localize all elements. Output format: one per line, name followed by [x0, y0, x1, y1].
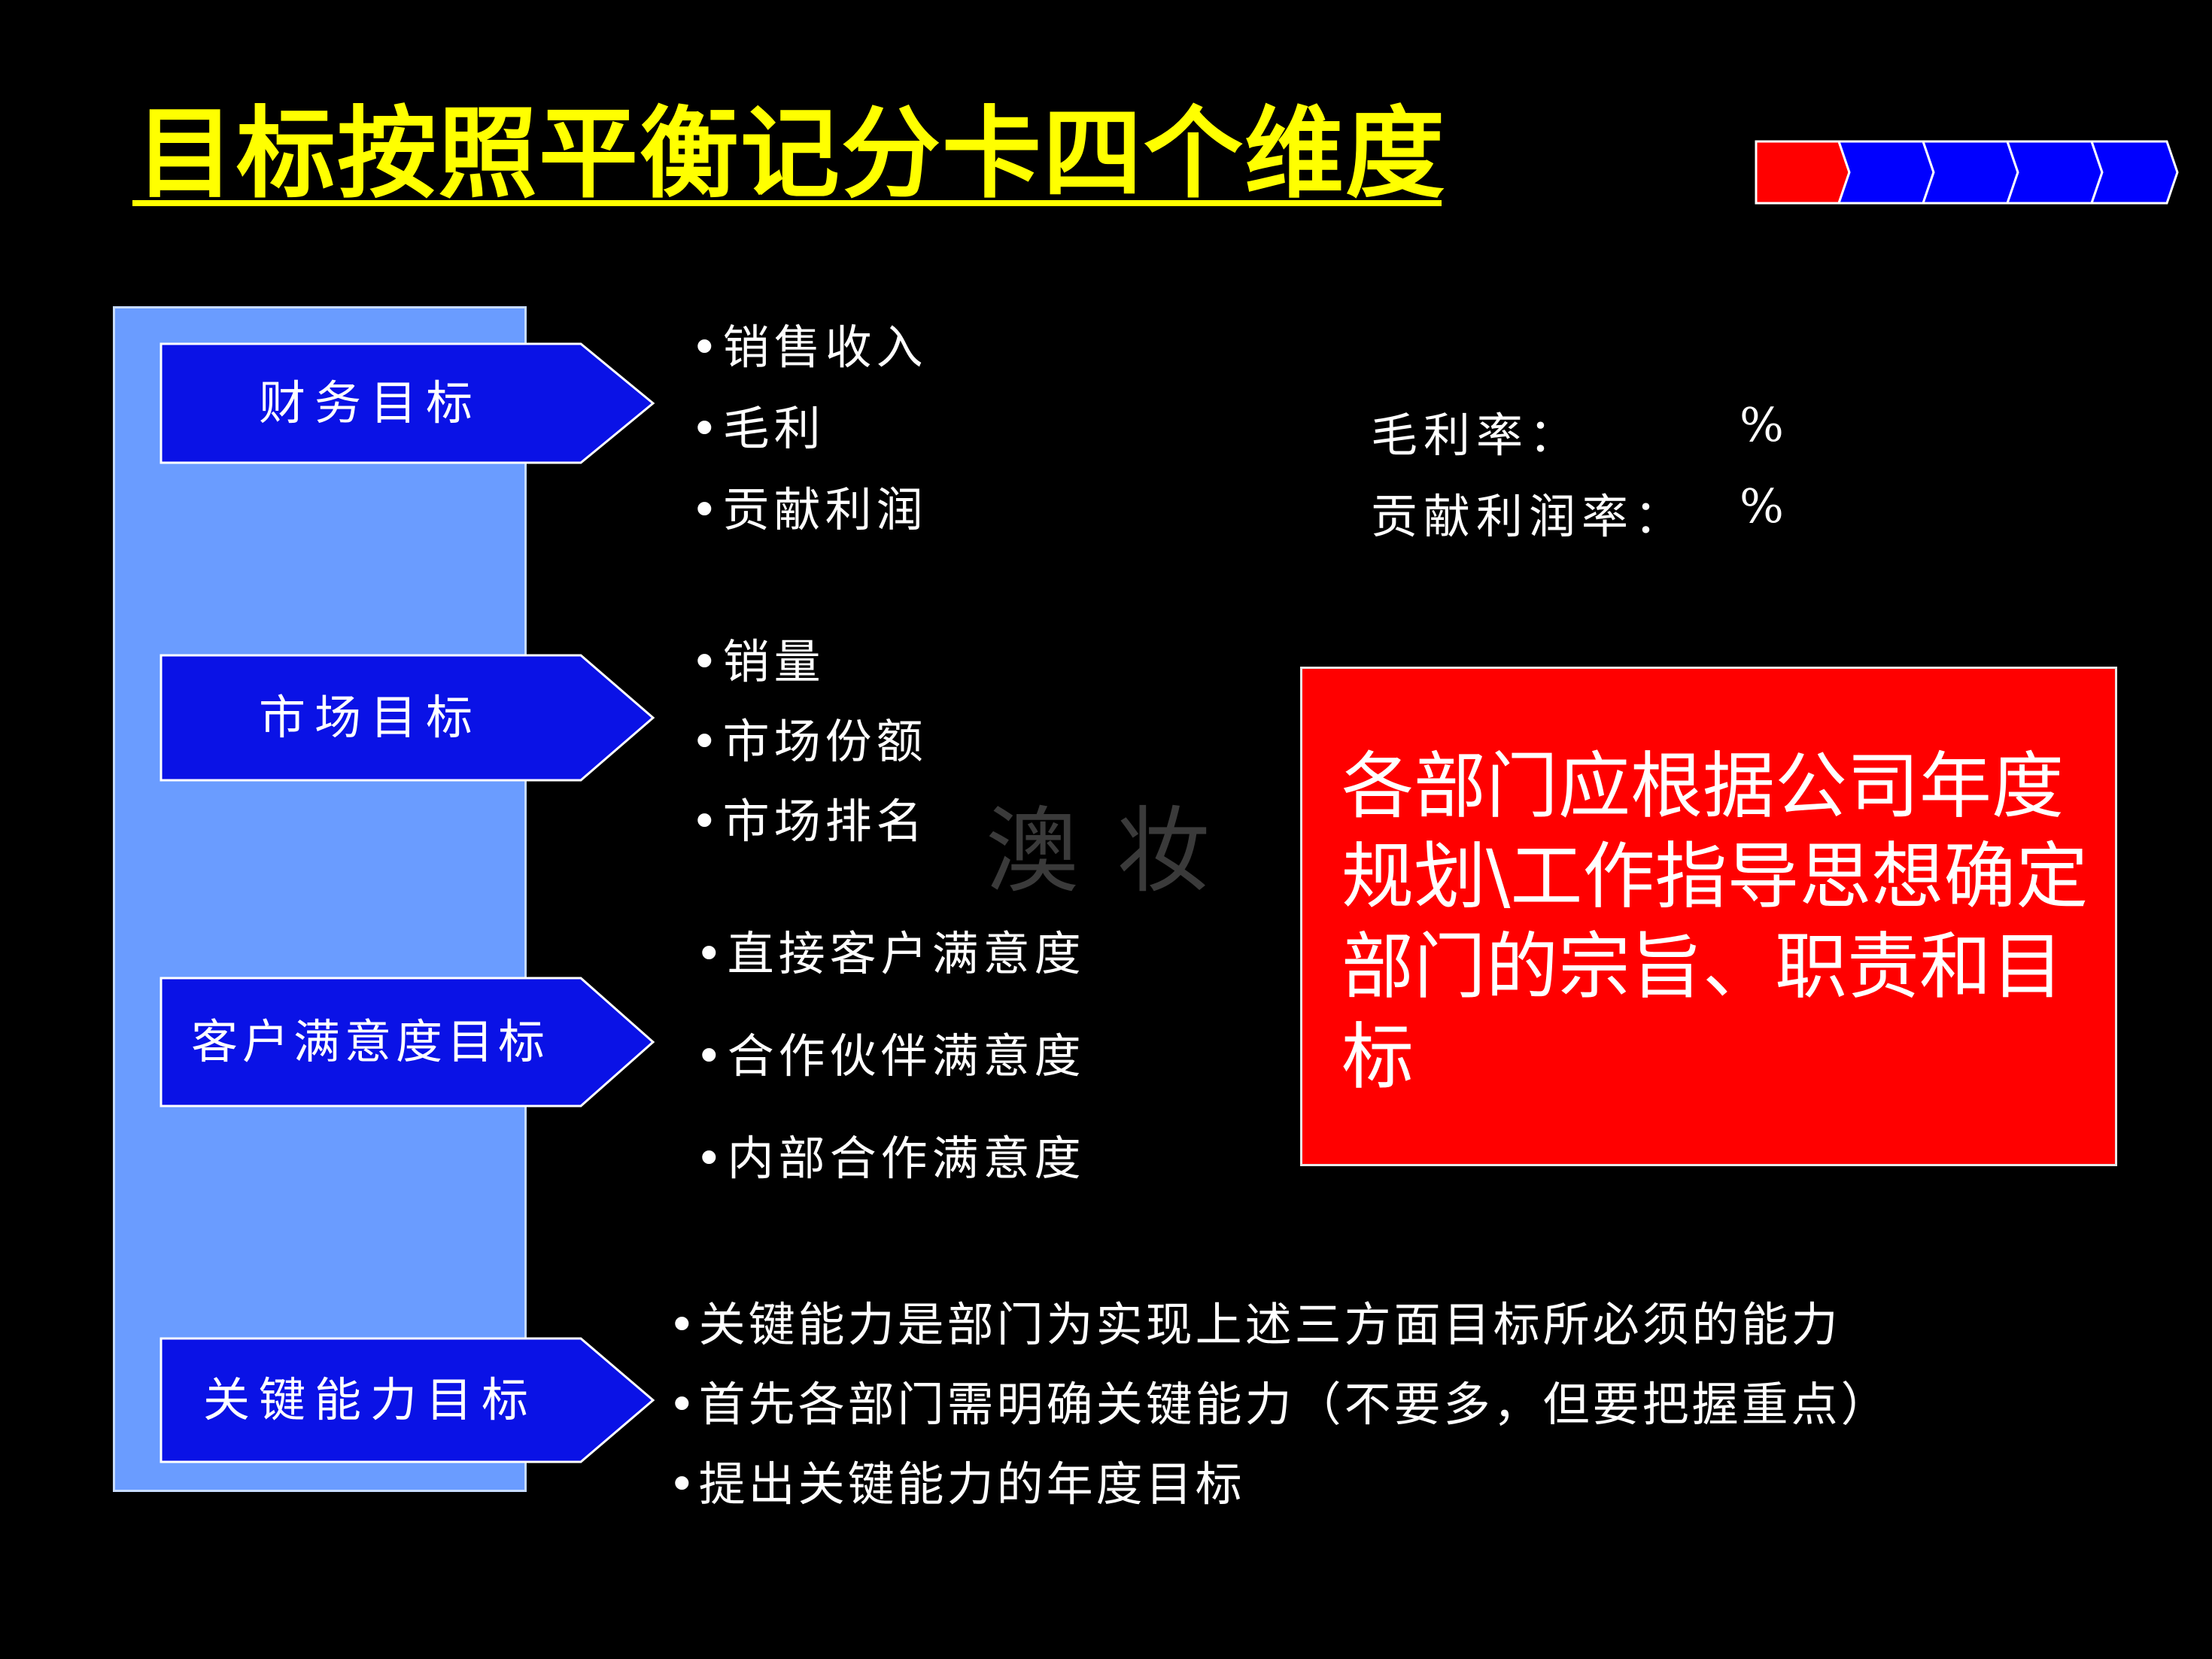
capability-items: •关键能力是部门为实现上述三方面目标所必须的能力 •首先各部门需明确关键能力（不…: [668, 1285, 1891, 1524]
rate-label: 毛利率：: [1371, 408, 1582, 463]
dimension-tag-market: 市场目标: [160, 654, 656, 782]
dimension-label: 客户满意度目标: [190, 1014, 549, 1069]
list-item: •销量: [691, 634, 825, 689]
list-item: •毛利: [691, 401, 825, 456]
note-box: 各部门应根据公司年度规划\工作指导思想确定部门的宗旨、职责和目标: [1300, 667, 2117, 1166]
rate-unit: %: [1740, 479, 1784, 533]
dimension-panel: [113, 306, 527, 1492]
list-item: •直接客户满意度: [695, 926, 1086, 981]
list-item: •提出关键能力的年度目标: [668, 1457, 1245, 1512]
market-items: •销量 •市场份额 •市场排名: [691, 622, 928, 861]
dimension-label: 财务目标: [258, 375, 482, 430]
progress-chevrons: [1755, 140, 2179, 205]
tag-arrow-shape: [160, 654, 655, 782]
list-item: •贡献利润: [691, 482, 928, 537]
dimension-label: 市场目标: [258, 690, 482, 745]
list-item: •合作伙伴满意度: [695, 1029, 1086, 1083]
list-item: •首先各部门需明确关键能力（不要多，但要把握重点）: [668, 1377, 1891, 1432]
rate-row-contribution-margin: 贡献利润率： %: [1371, 479, 1792, 560]
financial-rates: 毛利率： % 贡献利润率： %: [1371, 397, 1792, 560]
progress-step-3: [1921, 140, 2019, 205]
slide-title: 目标按照平衡记分卡四个维度: [135, 96, 1446, 212]
tag-arrow-shape: [160, 342, 655, 464]
dimension-label: 关键能力目标: [202, 1372, 537, 1427]
dimension-tag-customer: 客户满意度目标: [160, 977, 656, 1108]
customer-items: •直接客户满意度 •合作伙伴满意度 •内部合作满意度: [695, 903, 1086, 1210]
watermark-text: 澳妆: [986, 798, 1248, 906]
tag-arrow-shape: [160, 977, 655, 1108]
rate-unit: %: [1740, 397, 1784, 452]
list-item: •销售收入: [691, 320, 928, 375]
tag-arrow-shape: [160, 1337, 655, 1463]
dimension-tag-financial: 财务目标: [160, 342, 656, 464]
list-item: •市场排名: [691, 794, 928, 849]
financial-items: •销售收入 •毛利 •贡献利润: [691, 307, 928, 551]
list-item: •市场份额: [691, 714, 928, 769]
progress-step-4: [2005, 140, 2104, 205]
rate-row-gross-margin: 毛利率： %: [1371, 397, 1792, 479]
note-text: 各部门应根据公司年度规划\工作指导思想确定部门的宗旨、职责和目标: [1341, 744, 2089, 1099]
progress-step-2: [1837, 140, 1935, 205]
list-item: •关键能力是部门为实现上述三方面目标所必须的能力: [668, 1297, 1841, 1352]
dimension-tag-capability: 关键能力目标: [160, 1337, 656, 1463]
list-item: •内部合作满意度: [695, 1131, 1086, 1186]
progress-step-1: [1755, 140, 1851, 205]
title-underline: [132, 200, 1442, 206]
progress-step-5: [2089, 140, 2179, 205]
rate-label: 贡献利润率：: [1371, 489, 1688, 544]
